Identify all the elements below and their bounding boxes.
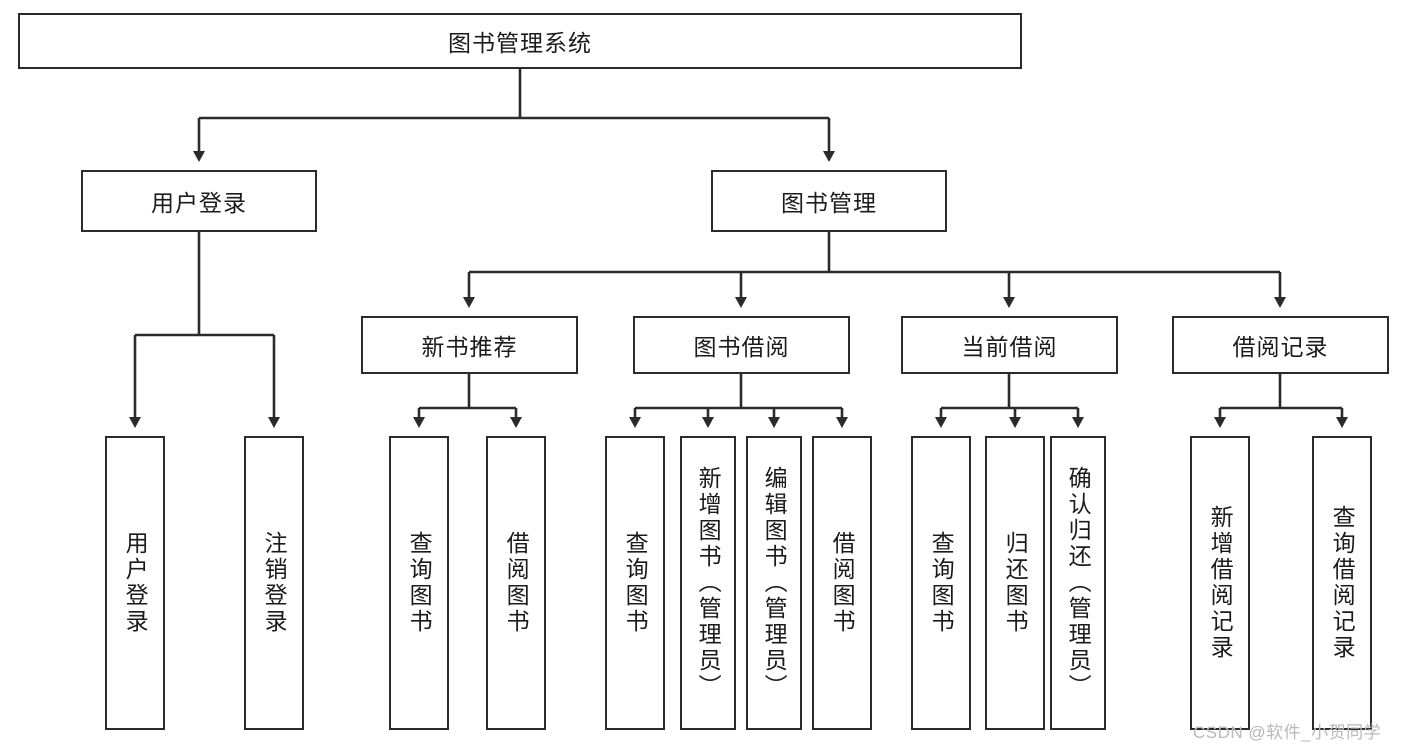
node-user-login-label: 用户登录 [151, 190, 247, 216]
leaf-edit-book-admin-label: 编辑图书（管理员） [761, 466, 788, 700]
node-current-borrowing[interactable]: 当前借阅 [901, 316, 1118, 374]
leaf-query-book-1[interactable]: 查询图书 [389, 436, 449, 730]
leaf-confirm-return-admin-label: 确认归还（管理员） [1065, 466, 1092, 700]
node-root-label: 图书管理系统 [448, 30, 592, 56]
node-book-manage-label: 图书管理 [781, 190, 877, 216]
node-current-borrowing-label: 当前借阅 [961, 334, 1058, 360]
csdn-watermark: CSDN @软件_小贺同学 [1193, 723, 1382, 742]
leaf-query-book-1-label: 查询图书 [406, 531, 433, 635]
leaf-borrow-book-1-label: 借阅图书 [503, 531, 530, 635]
node-new-book-recommendation[interactable]: 新书推荐 [361, 316, 578, 374]
leaf-query-book-2-label: 查询图书 [622, 531, 649, 635]
leaf-add-borrowing-record[interactable]: 新增借阅记录 [1190, 436, 1250, 730]
node-new-book-recommendation-label: 新书推荐 [421, 334, 518, 360]
leaf-borrow-book-2-label: 借阅图书 [829, 531, 856, 635]
leaf-user-login-label: 用户登录 [122, 531, 149, 635]
leaf-query-borrowing-record-label: 查询借阅记录 [1329, 505, 1356, 661]
leaf-add-book-admin-label: 新增图书（管理员） [695, 466, 722, 700]
node-book-borrowing[interactable]: 图书借阅 [633, 316, 850, 374]
leaf-add-borrowing-record-label: 新增借阅记录 [1207, 505, 1234, 661]
leaf-user-logout[interactable]: 注销登录 [244, 436, 304, 730]
leaf-borrow-book-2[interactable]: 借阅图书 [812, 436, 872, 730]
leaf-add-book-admin[interactable]: 新增图书（管理员） [680, 436, 736, 730]
node-book-manage[interactable]: 图书管理 [711, 170, 947, 232]
leaf-query-book-2[interactable]: 查询图书 [605, 436, 665, 730]
leaf-confirm-return-admin[interactable]: 确认归还（管理员） [1050, 436, 1106, 730]
leaf-return-book-label: 归还图书 [1002, 531, 1029, 635]
leaf-query-book-3[interactable]: 查询图书 [911, 436, 971, 730]
node-book-borrowing-label: 图书借阅 [693, 334, 790, 360]
leaf-user-logout-label: 注销登录 [261, 531, 288, 635]
node-user-login[interactable]: 用户登录 [81, 170, 317, 232]
leaf-query-book-3-label: 查询图书 [928, 531, 955, 635]
leaf-user-login[interactable]: 用户登录 [105, 436, 165, 730]
node-root[interactable]: 图书管理系统 [18, 13, 1022, 69]
leaf-return-book[interactable]: 归还图书 [985, 436, 1045, 730]
leaf-query-borrowing-record[interactable]: 查询借阅记录 [1312, 436, 1372, 730]
node-borrowing-record[interactable]: 借阅记录 [1172, 316, 1389, 374]
node-borrowing-record-label: 借阅记录 [1232, 334, 1329, 360]
leaf-borrow-book-1[interactable]: 借阅图书 [486, 436, 546, 730]
leaf-edit-book-admin[interactable]: 编辑图书（管理员） [746, 436, 802, 730]
